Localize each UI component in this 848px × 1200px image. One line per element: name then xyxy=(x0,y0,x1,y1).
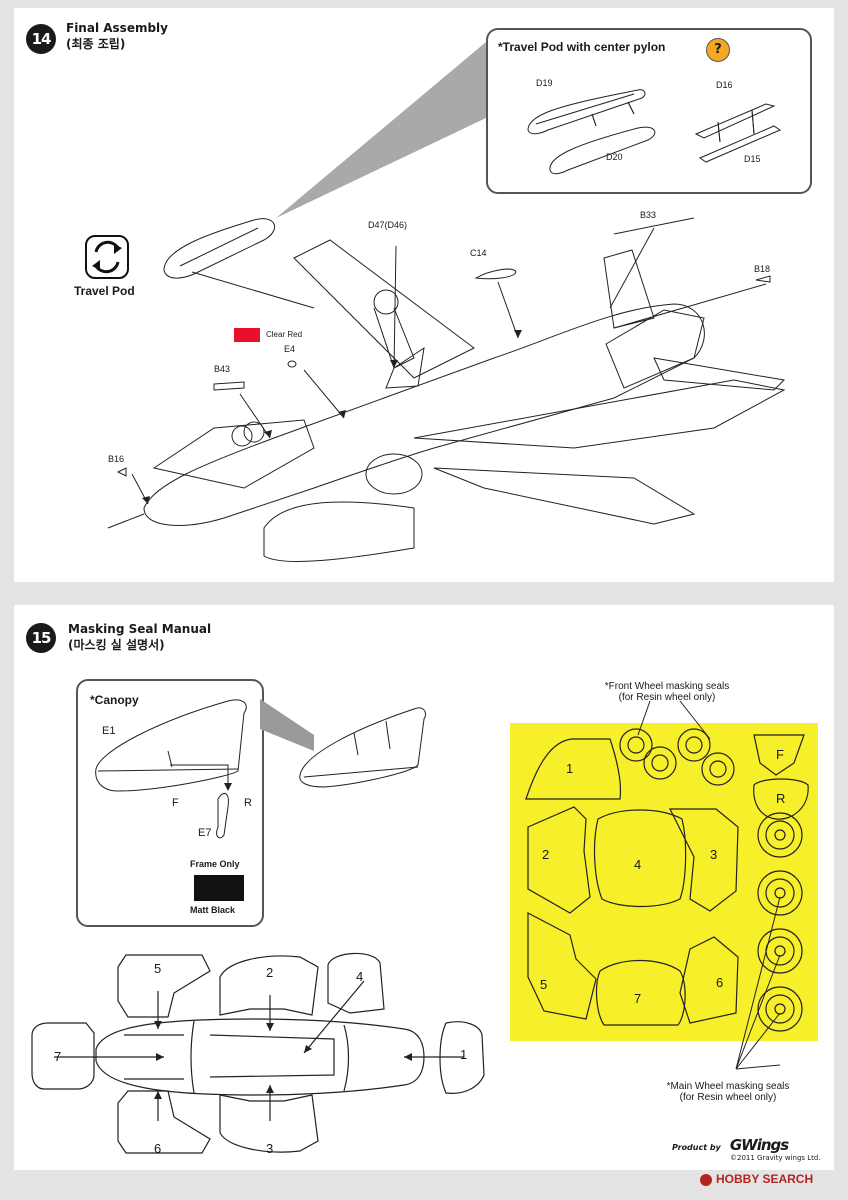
copyright-text: ©2011 Gravity wings Ltd. xyxy=(730,1154,821,1162)
travel-pod-inset: *Travel Pod with center pylon ? D19 D20 … xyxy=(486,28,812,194)
frame-only-label: Frame Only xyxy=(190,859,240,869)
front-wheel-note-title: *Front Wheel masking seals xyxy=(604,681,730,692)
masking-seal-sheet: 1 2 3 4 5 6 7 F R xyxy=(510,723,818,1041)
matt-black-label: Matt Black xyxy=(190,905,236,915)
mask-number-1: 1 xyxy=(460,1047,468,1062)
gwings-logo: GWings xyxy=(729,1136,789,1154)
aircraft-assembly-drawing xyxy=(107,217,786,562)
brand-block: Product by GWings ©2011 Gravity wings Lt… xyxy=(672,1135,832,1162)
part-c14: C14 xyxy=(470,248,487,258)
watermark-icon xyxy=(700,1173,712,1186)
sheet-number-3: 3 xyxy=(710,847,718,862)
step-15-title: Masking Seal Manual (마스킹 실 설명서) xyxy=(68,621,211,653)
part-b43: B43 xyxy=(214,364,231,374)
canopy-side-drawing xyxy=(299,707,427,788)
mask-number-2: 2 xyxy=(266,965,274,980)
sheet-number-7: 7 xyxy=(634,991,642,1006)
part-b33: B33 xyxy=(640,210,657,220)
canopy-inset-title: *Canopy xyxy=(90,693,139,707)
main-wheel-note-sub: (for Resin wheel only) xyxy=(679,1092,777,1103)
part-e1: E1 xyxy=(102,725,116,737)
travel-pod-icon-drawing xyxy=(85,235,129,279)
question-mark-icon: ? xyxy=(706,38,730,62)
main-wheel-note: *Main Wheel masking seals (for Resin whe… xyxy=(648,1081,808,1103)
step-15-title-kr: (마스킹 실 설명서) xyxy=(68,638,165,652)
clear-red-swatch xyxy=(234,328,260,342)
step-15-title-en: Masking Seal Manual xyxy=(68,622,212,636)
canopy-pointer xyxy=(260,699,314,751)
sheet-number-6: 6 xyxy=(716,975,724,990)
part-d15: D15 xyxy=(744,154,761,164)
step-15-panel: 15 Masking Seal Manual (마스킹 실 설명서) *Cano… xyxy=(14,605,834,1170)
travel-pod-inset-drawing xyxy=(527,89,782,175)
step-14-panel: 14 Final Assembly (최종 조립) *Travel Pod wi… xyxy=(14,8,834,582)
part-d20: D20 xyxy=(606,152,623,162)
product-by-label: Product by xyxy=(672,1143,721,1152)
f-label: F xyxy=(172,797,179,809)
main-wheel-note-title: *Main Wheel masking seals xyxy=(666,1081,790,1092)
step-14-title-kr: (최종 조립) xyxy=(66,37,126,51)
part-b18: B18 xyxy=(754,264,771,274)
mask-number-3: 3 xyxy=(266,1141,274,1156)
part-b16: B16 xyxy=(108,454,125,464)
mask-number-4: 4 xyxy=(356,969,364,984)
step-14-badge: 14 xyxy=(26,24,56,54)
part-e4: E4 xyxy=(284,344,296,354)
hobby-search-watermark: HOBBY SEARCH xyxy=(700,1172,813,1186)
front-wheel-note-sub: (for Resin wheel only) xyxy=(618,692,716,703)
canopy-inset-drawing xyxy=(95,699,247,839)
step-15-badge: 15 xyxy=(26,623,56,653)
part-e7: E7 xyxy=(198,827,212,839)
matt-black-swatch xyxy=(194,875,244,901)
clear-red-label: Clear Red xyxy=(266,330,303,339)
part-d16: D16 xyxy=(716,80,733,90)
sheet-number-2: 2 xyxy=(542,847,550,862)
travel-pod-label: Travel Pod xyxy=(74,284,135,298)
sheet-label-f: F xyxy=(776,747,784,762)
step-14-title-en: Final Assembly xyxy=(66,21,168,35)
mask-number-6: 6 xyxy=(154,1141,162,1156)
canopy-inset: *Canopy E1 E7 F R Frame Only Matt Black xyxy=(76,679,264,927)
main-wheel-leaders xyxy=(637,700,781,1070)
r-label: R xyxy=(244,797,252,809)
step-14-title: Final Assembly (최종 조립) xyxy=(66,20,168,52)
masking-seal-shapes xyxy=(525,728,809,1032)
sheet-number-4: 4 xyxy=(634,857,642,872)
front-wheel-note: *Front Wheel masking seals (for Resin wh… xyxy=(580,681,754,703)
sheet-label-r: R xyxy=(776,791,786,806)
part-d47-d46: D47(D46) xyxy=(368,220,408,230)
travel-pod-inset-title: *Travel Pod with center pylon xyxy=(498,40,666,54)
watermark-text: HOBBY SEARCH xyxy=(716,1172,814,1186)
mask-layout-diagram xyxy=(31,952,485,1154)
mask-number-5: 5 xyxy=(154,961,162,976)
part-d19: D19 xyxy=(536,78,553,88)
inset-pointer xyxy=(276,42,486,218)
mask-number-7: 7 xyxy=(54,1049,62,1064)
sheet-number-1: 1 xyxy=(566,761,574,776)
sheet-number-5: 5 xyxy=(540,977,548,992)
